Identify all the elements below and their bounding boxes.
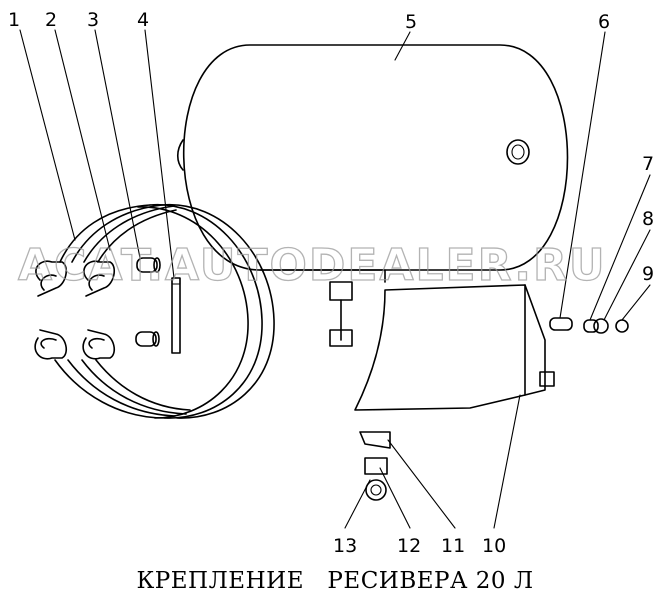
part-number-1: 1 <box>8 9 20 31</box>
part-number-8: 8 <box>642 208 654 230</box>
part-number-2: 2 <box>45 9 57 31</box>
fasteners <box>549 317 629 334</box>
part-numbers: 1 2 3 4 5 6 7 8 9 10 11 12 13 <box>8 9 654 557</box>
part-number-4: 4 <box>137 9 149 31</box>
watermark-text: ACAT.AUTODEALER.RU <box>18 240 607 291</box>
clamp-bands <box>34 203 275 419</box>
rivets <box>135 257 161 347</box>
diagram-caption: КРЕПЛЕНИЕ РЕСИВЕРА 20 Л <box>136 568 533 594</box>
part-number-10: 10 <box>482 535 506 557</box>
part-number-7: 7 <box>642 153 654 175</box>
part-number-5: 5 <box>405 11 417 33</box>
small-parts <box>359 431 391 501</box>
part-number-6: 6 <box>598 11 610 33</box>
part-number-12: 12 <box>397 535 421 557</box>
receiver-tank <box>176 44 569 271</box>
part-number-11: 11 <box>441 535 465 557</box>
bracket-bolt <box>259 269 386 347</box>
leader-lines <box>19 29 651 529</box>
part-number-9: 9 <box>642 263 654 285</box>
part-number-3: 3 <box>87 9 99 31</box>
spacer-bar <box>171 277 181 354</box>
part-number-13: 13 <box>333 535 357 557</box>
shield <box>354 284 555 411</box>
